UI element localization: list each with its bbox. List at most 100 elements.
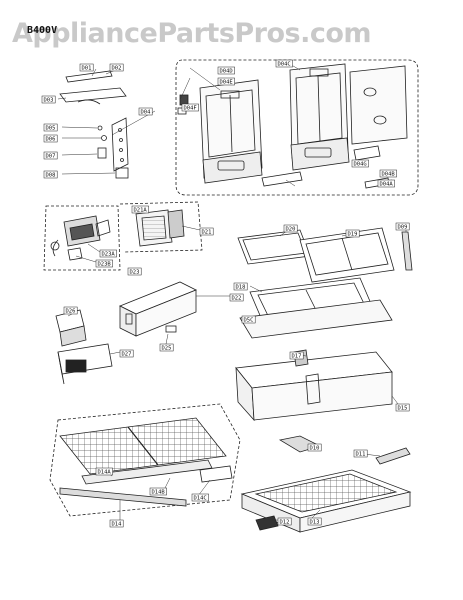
part-label-text: D23B (98, 262, 112, 268)
part-label-d07: D07 (43, 151, 58, 160)
part-label-box (395, 403, 410, 412)
part-label-text: D04D (220, 69, 233, 75)
housing-d22 (119, 281, 197, 337)
part-label-text: D15 (398, 406, 408, 412)
part-label-d15: D15 (395, 403, 410, 412)
part-label-text: D11 (356, 452, 366, 458)
part-label-d19: D19 (345, 229, 360, 238)
part-label-text: D20 (286, 227, 296, 233)
part-label-d04g: D04G (351, 159, 369, 168)
part-label-d23a: D23A (99, 249, 117, 258)
part-label-text: D26 (66, 309, 76, 315)
part-label-d11: D11 (353, 449, 368, 458)
part-label-d21: D21 (199, 227, 214, 236)
part-label-d01: D01 (79, 63, 94, 72)
panel-d04-right (289, 63, 350, 171)
part-label-d08: D08 (43, 170, 58, 179)
bar-d14c (199, 465, 233, 483)
group-d14-boundary (49, 403, 241, 517)
part-label-text: D25 (162, 346, 172, 352)
cap-d07 (97, 147, 107, 159)
part-label-box (43, 151, 58, 160)
diagram-code: B400V (27, 25, 58, 36)
part-label-box (307, 443, 322, 452)
bin-d26 (55, 309, 87, 347)
group-d04-boundary (175, 59, 419, 196)
part-label-box (43, 170, 58, 179)
part-label-box (191, 493, 209, 502)
part-label-box (233, 282, 248, 291)
part-label-d04b: D04B (379, 169, 397, 178)
clip-d04e (179, 94, 189, 106)
part-label-box (351, 159, 369, 168)
part-label-text: D22 (232, 296, 242, 302)
part-label-box (159, 343, 174, 352)
handle-d04b (261, 171, 303, 187)
part-label-box (379, 169, 397, 178)
part-label-box (307, 517, 322, 526)
part-label-text: D04B (382, 172, 396, 178)
crisper-d15 (235, 351, 393, 422)
part-label-text: D06 (46, 137, 56, 143)
part-label-text: D12 (280, 520, 290, 526)
part-label-box (109, 519, 124, 528)
screw-d06 (101, 135, 107, 141)
part-label-box (345, 229, 360, 238)
part-label-box (43, 123, 58, 132)
part-label-text: D17 (292, 354, 302, 360)
part-label-box (199, 227, 214, 236)
part-label-d14b: D14B (149, 487, 167, 496)
part-label-d04a: D04A (377, 179, 395, 188)
part-label-box (95, 467, 113, 476)
ice-bin-parts-d21 (135, 209, 185, 247)
part-label-text: D04C (278, 62, 291, 68)
insulation-sheet (349, 65, 408, 145)
strip-d03 (59, 87, 127, 103)
part-label-text: D21 (202, 230, 212, 236)
part-label-box (149, 487, 167, 496)
part-label-d14a: D14A (95, 467, 113, 476)
rail-d14a (59, 487, 187, 507)
part-label-text: D5C (244, 318, 254, 324)
part-label-box (289, 351, 304, 360)
part-label-text: D04G (354, 162, 367, 168)
part-label-d26: D26 (63, 306, 78, 315)
part-label-d18: D18 (233, 282, 248, 291)
part-label-d5c: D5C (241, 315, 256, 324)
part-label-d21a: D21A (131, 205, 149, 214)
part-label-d25: D25 (159, 343, 174, 352)
shelf-d14 (59, 417, 227, 475)
part-label-box (395, 222, 410, 231)
part-label-d17: D17 (289, 351, 304, 360)
shelf-frame-d5c (239, 299, 393, 339)
part-label-box (275, 59, 293, 68)
part-label-text: D14 (112, 522, 123, 528)
part-label-text: D04A (380, 182, 394, 188)
part-label-d04: D04 (138, 107, 153, 116)
part-label-text: D14C (194, 496, 207, 502)
part-label-text: D13 (310, 520, 320, 526)
part-label-text: D03 (44, 98, 54, 104)
bracket-d04g (353, 145, 381, 161)
part-label-d14c: D14C (191, 493, 209, 502)
part-label-d13: D13 (307, 517, 322, 526)
clip-d08 (115, 167, 129, 179)
cover-d12 (255, 515, 279, 531)
part-label-box (283, 224, 298, 233)
part-label-text: D27 (122, 352, 132, 358)
part-label-d04e: D04E (217, 77, 235, 86)
part-label-box (377, 179, 395, 188)
screw-d05 (97, 125, 103, 131)
part-label-box (353, 449, 368, 458)
part-label-text: D19 (348, 232, 358, 238)
part-label-text: D05 (46, 126, 56, 132)
part-label-d06: D06 (43, 134, 58, 143)
part-label-text: D08 (46, 173, 56, 179)
part-label-d12: D12 (277, 517, 292, 526)
drawer-d27 (57, 343, 113, 385)
part-label-text: D04F (184, 106, 197, 112)
part-label-box (127, 267, 142, 276)
part-label-d23: D23 (127, 267, 142, 276)
